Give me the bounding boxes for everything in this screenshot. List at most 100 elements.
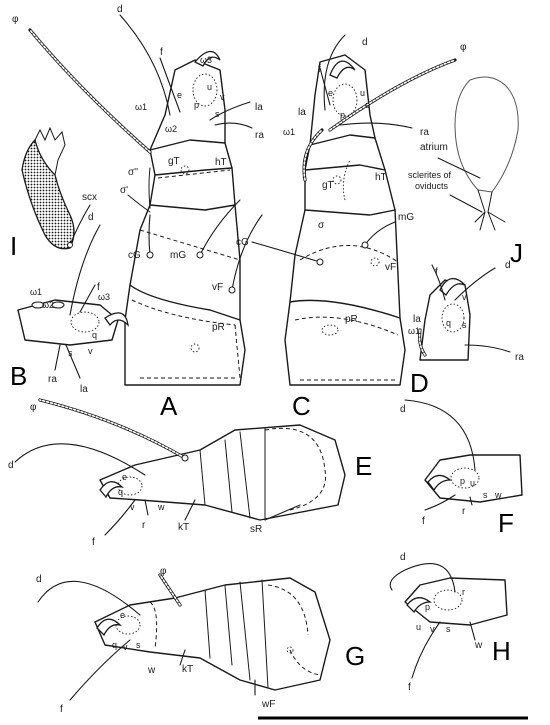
g-label-kT: kT — [182, 664, 193, 675]
g-label-phi: φ — [160, 566, 167, 577]
f-label-w: w — [494, 490, 502, 500]
a-seta-sigma1 — [127, 194, 151, 213]
h-label-r: r — [462, 587, 465, 597]
b-label-omega1: ω1 — [30, 287, 42, 297]
g-label-w: w — [147, 665, 156, 676]
e-panel-letter: E — [355, 451, 372, 481]
panel-i: scx I — [10, 126, 97, 261]
a-label-phi: φ — [12, 14, 19, 25]
a-solenidion-phi-inner — [29, 29, 151, 153]
f-label-d: d — [400, 404, 406, 415]
h-label-w: w — [474, 640, 483, 651]
d-omega1-inner — [418, 329, 426, 356]
d-label-omega1: ω1 — [408, 326, 420, 336]
c-socket-pR — [321, 324, 339, 336]
c-label-mG: mG — [398, 212, 414, 223]
f-seta-r — [469, 496, 473, 506]
a-trochanter-outline — [124, 284, 246, 386]
a-seta-vF — [231, 214, 263, 291]
c-solenidion-phi-inner — [329, 59, 456, 131]
j-panel-letter: J — [510, 238, 523, 268]
e-trochanter-dashed — [264, 427, 327, 511]
g-label-f: f — [60, 704, 63, 715]
b-omega1 — [31, 301, 45, 309]
i-sclerite-teeth — [34, 126, 66, 176]
c-solenidion-phi — [328, 58, 457, 132]
c-tibia-outline — [304, 134, 386, 171]
f-tarsal-dots — [450, 467, 480, 489]
g-seta-kT — [179, 649, 186, 666]
c-internal-dashes — [299, 245, 399, 263]
c-solenidion-omega1-inner — [303, 129, 323, 181]
f-panel-letter: F — [498, 508, 514, 538]
b-label-f: f — [97, 282, 100, 293]
a-label-d: d — [117, 4, 123, 15]
a-label-s: s — [215, 109, 220, 119]
a-tibia-outline — [149, 139, 233, 176]
f-label-f: f — [422, 516, 425, 527]
e-seta-kT — [184, 499, 196, 521]
b-seta-d — [69, 224, 101, 316]
g-leg-outline — [94, 577, 331, 691]
b-label-la: la — [80, 384, 88, 395]
a-label-ra: ra — [255, 130, 264, 141]
d-label-d: d — [505, 260, 511, 271]
f-tarsus-outline — [424, 454, 523, 503]
a-label-omega3: ω3 — [200, 55, 212, 65]
j-arrow-sclerites — [449, 194, 483, 213]
i-seta-scx — [69, 204, 91, 246]
e-seta-sR — [264, 504, 301, 521]
c-label-d: d — [362, 37, 368, 48]
h-label-p: p — [425, 602, 430, 612]
e-label-sR: sR — [250, 524, 262, 535]
b-label-q: q — [92, 330, 97, 340]
a-label-f: f — [160, 47, 163, 58]
j-label-sclerites: sclerites of oviducts — [408, 170, 454, 191]
c-tarsus-outline — [309, 54, 376, 146]
b-omega2 — [51, 301, 65, 309]
c-label-omega1: ω1 — [283, 127, 295, 137]
h-panel-letter: H — [492, 636, 511, 666]
j-arrow-atrium — [437, 157, 481, 179]
b-label-s: s — [68, 348, 73, 358]
g-claw — [96, 618, 122, 637]
b-panel-letter: B — [10, 361, 27, 391]
i-panel-letter: I — [10, 231, 17, 261]
g-segment-dividers — [204, 579, 269, 689]
e-seta-r — [144, 499, 149, 516]
panel-j: atrium sclerites of oviducts J — [408, 76, 523, 268]
h-tarsus-outline — [404, 577, 508, 626]
e-seta-d — [14, 443, 146, 476]
b-label-v: v — [88, 346, 93, 356]
panel-a: d f ω3 ω1 ω2 e p u v s la ra φ gT hT σ''… — [12, 4, 264, 421]
b-label-ra: ra — [48, 374, 57, 385]
h-label-u: u — [416, 622, 421, 632]
j-oviduct-lines — [477, 189, 493, 213]
c-femur-outline — [289, 209, 401, 319]
c-label-f: f — [318, 64, 321, 75]
g-label-wF: wF — [261, 699, 275, 710]
g-label-d: d — [36, 574, 42, 585]
d-seta-ra — [464, 344, 511, 353]
a-label-u: u — [207, 82, 212, 92]
c-label-p: p — [340, 110, 345, 120]
g-tarsal-dots — [115, 615, 141, 635]
d-seta-d — [454, 267, 496, 301]
c-socket-mG — [361, 241, 369, 249]
c-seta-ra — [339, 122, 413, 129]
f-label-p: p — [460, 476, 465, 486]
c-label-ra: ra — [420, 127, 429, 138]
panel-e: φ d e q v w r f kT sR E — [8, 398, 372, 548]
a-socket-vF — [228, 286, 236, 294]
a-seta-sigma2 — [148, 167, 151, 209]
e-label-e: e — [122, 472, 127, 482]
e-label-r: r — [142, 520, 146, 531]
e-solenidion-phi-inner — [39, 399, 186, 459]
f-label-s: s — [483, 490, 488, 500]
f-label-u: u — [470, 478, 475, 488]
i-supracoxal-sclerite — [21, 138, 75, 250]
panel-h: d r p u v s w f H — [389, 552, 511, 693]
c-label-hT: hT — [375, 172, 387, 183]
